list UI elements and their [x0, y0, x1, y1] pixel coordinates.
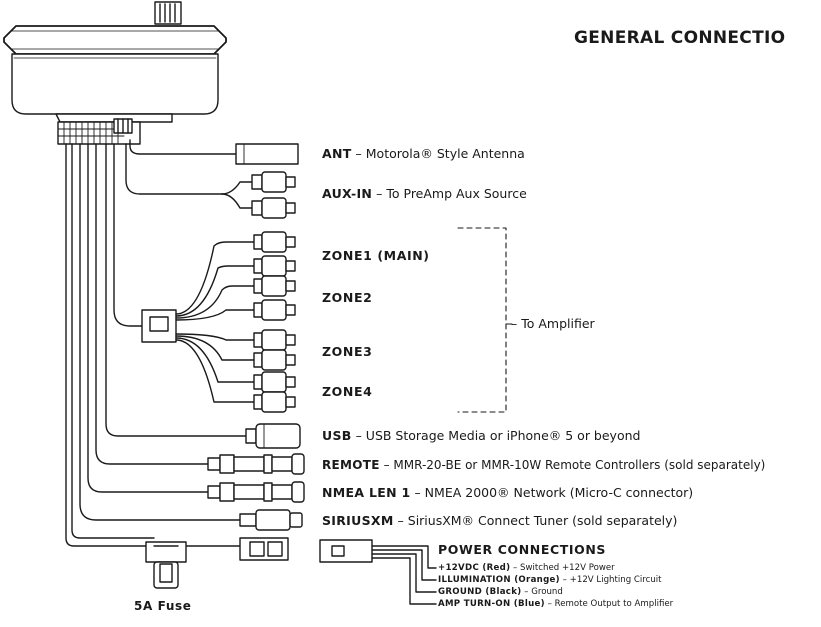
remote-label: REMOTE – MMR-20-BE or MMR-10W Remote Con… — [322, 459, 765, 471]
aux-in-label: AUX-IN – To PreAmp Aux Source — [322, 186, 527, 201]
ant-label: ANT – Motorola® Style Antenna — [322, 146, 525, 161]
siriusxm-desc: – SiriusXM® Connect Tuner (sold separate… — [393, 513, 678, 528]
zone4-label: ZONE4 — [322, 384, 373, 399]
usb-label: USB – USB Storage Media or iPhone® 5 or … — [322, 428, 641, 443]
power-item-12vdc: +12VDC (Red) – Switched +12V Power — [438, 564, 615, 573]
power-leads — [319, 539, 437, 605]
power-item-illumination-desc: – +12V Lighting Circuit — [559, 575, 662, 585]
siriusxm-connector — [239, 509, 303, 531]
fuse-label: 5A Fuse — [134, 599, 192, 613]
usb-connector — [245, 423, 301, 449]
fuse-holder — [145, 541, 187, 589]
remote-desc: – MMR-20-BE or MMR-10W Remote Controller… — [379, 458, 766, 472]
power-item-illumination: ILLUMINATION (Orange) – +12V Lighting Ci… — [438, 576, 662, 585]
nmea-desc: – NMEA 2000® Network (Micro-C connector) — [410, 485, 694, 500]
amplifier-label: – To Amplifier — [511, 316, 595, 331]
nmea-name: NMEA LEN 1 — [322, 485, 411, 500]
harness-wires — [65, 139, 247, 547]
amplifier-bracket — [457, 227, 507, 413]
page-title: GENERAL CONNECTIO — [574, 28, 786, 48]
usb-desc: – USB Storage Media or iPhone® 5 or beyo… — [351, 428, 641, 443]
ant-connector — [235, 143, 299, 165]
power-item-amp-turn-on-name: AMP TURN-ON (Blue) — [438, 599, 545, 609]
nmea-label: NMEA LEN 1 – NMEA 2000® Network (Micro-C… — [322, 485, 694, 500]
zone3-label: ZONE3 — [322, 344, 373, 359]
ant-desc: – Motorola® Style Antenna — [351, 146, 525, 161]
ant-name: ANT — [322, 146, 352, 161]
siriusxm-label: SIRIUSXM – SiriusXM® Connect Tuner (sold… — [322, 513, 678, 528]
aux-in-desc: – To PreAmp Aux Source — [372, 186, 527, 201]
power-item-illumination-name: ILLUMINATION (Orange) — [438, 575, 560, 585]
aux-in-name: AUX-IN — [322, 186, 373, 201]
aux-in-connectors — [221, 171, 296, 219]
power-item-ground-name: GROUND (Black) — [438, 587, 522, 597]
remote-name: REMOTE — [322, 458, 380, 472]
nmea-connector — [207, 481, 305, 503]
power-item-amp-turn-on: AMP TURN-ON (Blue) – Remote Output to Am… — [438, 600, 673, 609]
zone2-label: ZONE2 — [322, 290, 373, 305]
power-item-ground: GROUND (Black) – Ground — [438, 588, 563, 597]
usb-name: USB — [322, 428, 352, 443]
head-unit — [3, 1, 227, 145]
power-title: POWER CONNECTIONS — [438, 542, 606, 557]
power-item-amp-turn-on-desc: – Remote Output to Amplifier — [544, 599, 674, 609]
power-plug — [239, 537, 289, 561]
power-item-12vdc-desc: – Switched +12V Power — [510, 563, 615, 573]
zone-harness — [141, 231, 296, 413]
power-item-ground-desc: – Ground — [521, 587, 563, 597]
power-item-12vdc-name: +12VDC (Red) — [438, 563, 511, 573]
siriusxm-name: SIRIUSXM — [322, 513, 394, 528]
zone1-label: ZONE1 (MAIN) — [322, 248, 430, 263]
remote-connector — [207, 453, 305, 475]
